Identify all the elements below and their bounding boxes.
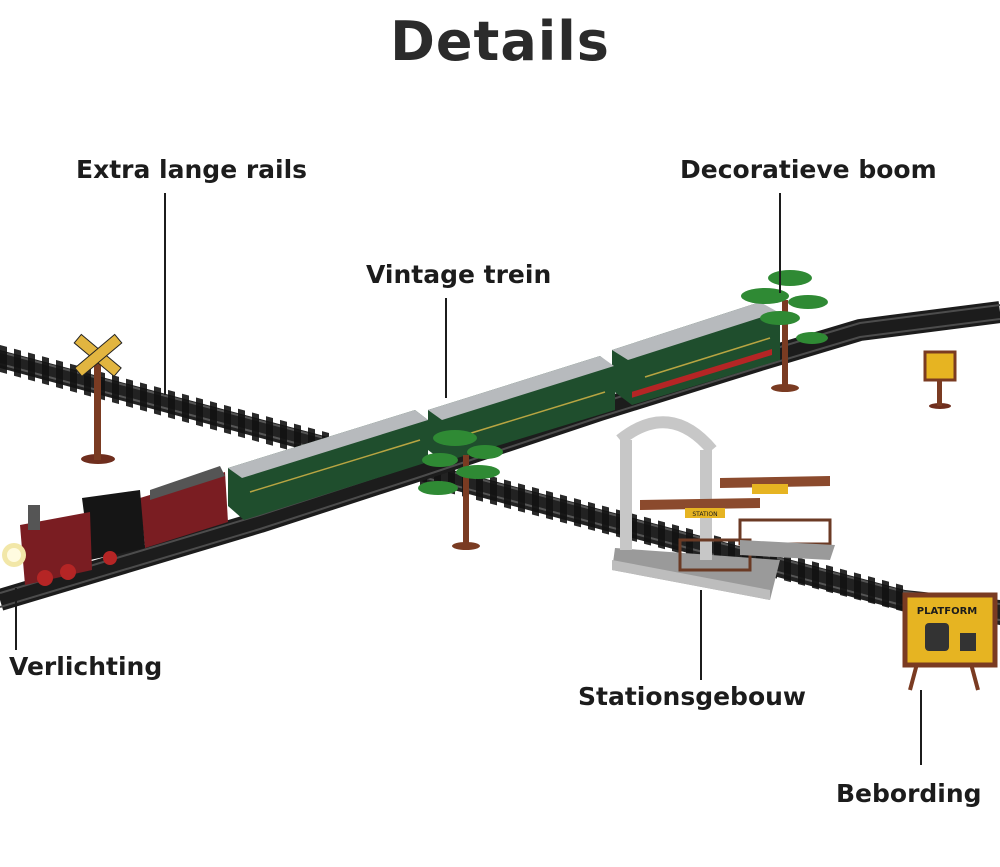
leader-line-train bbox=[445, 298, 447, 398]
small-sign-right bbox=[923, 350, 957, 409]
platform-sign-text: PLATFORM bbox=[917, 606, 978, 617]
leader-line-rails bbox=[164, 193, 166, 395]
track-left-to-right bbox=[0, 345, 1000, 625]
coal-tender bbox=[140, 466, 228, 548]
station-building: STATION bbox=[612, 416, 835, 600]
platform-sign: PLATFORM bbox=[902, 592, 998, 691]
carriage-1 bbox=[228, 410, 428, 520]
callout-station: Stationsgebouw bbox=[578, 682, 807, 711]
page-title: Details bbox=[390, 10, 610, 73]
decorative-tree-center bbox=[418, 430, 503, 550]
leader-line-station bbox=[700, 590, 702, 680]
callout-rails: Extra lange rails bbox=[76, 155, 308, 184]
callout-signage: Bebording bbox=[836, 779, 982, 808]
track-bottom-left-to-right bbox=[0, 301, 1000, 611]
station-sign-text: STATION bbox=[692, 511, 717, 518]
callout-train: Vintage trein bbox=[366, 260, 552, 289]
steam-locomotive bbox=[2, 490, 145, 586]
leader-line-signage bbox=[920, 690, 922, 765]
window-strip bbox=[249, 337, 771, 493]
carriage-3 bbox=[612, 302, 780, 405]
callout-lighting: Verlichting bbox=[9, 652, 163, 681]
leader-line-lighting bbox=[15, 588, 17, 650]
callout-tree: Decoratieve boom bbox=[680, 155, 937, 184]
railroad-crossing-sign bbox=[73, 333, 123, 464]
leader-line-tree bbox=[779, 193, 781, 293]
